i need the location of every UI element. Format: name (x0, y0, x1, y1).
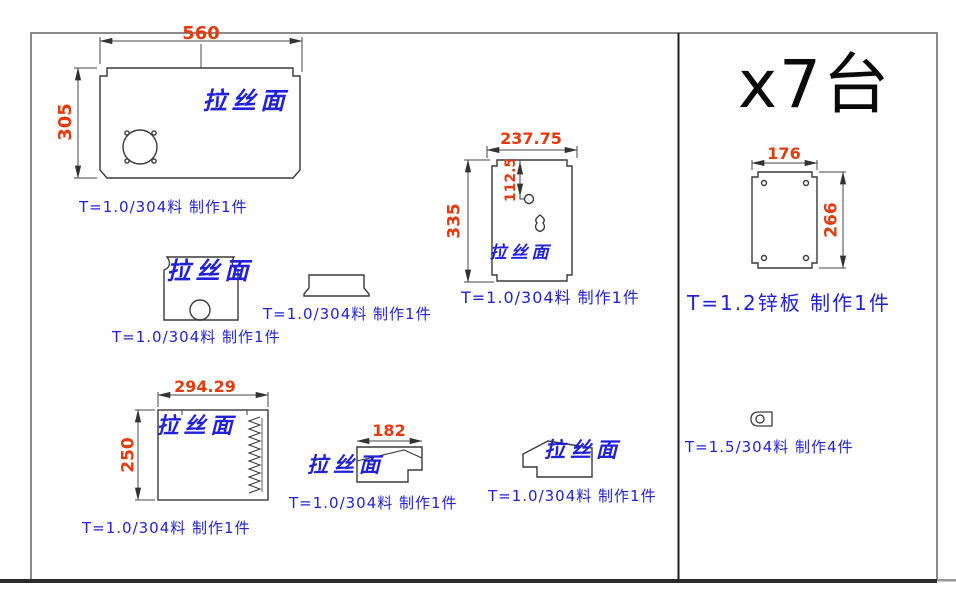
cover-outline (163, 256, 239, 321)
sheet-bottom-rule-light (937, 579, 956, 582)
spec-label-panel-top: T=1.0/304料 制作1件 (79, 198, 248, 216)
fan-hole (122, 129, 158, 165)
panel-top-outline (99, 67, 301, 179)
panel-front-dimensions (464, 146, 578, 283)
spec-label-roof-left: T=1.0/304料 制作1件 (289, 494, 458, 512)
sheet-bottom-rule (0, 579, 937, 583)
dim-hole-offset-panel-front: 112.5 (503, 157, 519, 203)
clip-outline (750, 411, 773, 427)
spec-label-clip: T=1.5/304料 制作4件 (685, 438, 854, 456)
spec-label-cover: T=1.0/304料 制作1件 (112, 328, 281, 346)
quantity-label: x7台 (738, 46, 892, 123)
spec-label-panel-front: T=1.0/304料 制作1件 (461, 288, 640, 307)
surface-label-roof-right: 拉丝面 (544, 438, 622, 462)
surface-label-panel-front: 拉丝面 (489, 243, 553, 263)
spec-label-roof-right: T=1.0/304料 制作1件 (488, 487, 657, 505)
spec-label-vent-panel: T=1.0/304料 制作1件 (82, 519, 251, 537)
surface-label-cover: 拉丝面 (166, 257, 254, 285)
vent-panel-dimensions (134, 391, 269, 501)
zinc-plate-dimensions (751, 159, 847, 269)
surface-label-panel-top: 拉丝面 (202, 87, 290, 115)
spec-label-zinc-plate: T=1.2锌板 制作1件 (687, 291, 891, 315)
keyhole-slot (534, 214, 546, 233)
cover-hole (189, 299, 211, 321)
dim-width-roof-left: 182 (372, 421, 406, 440)
spec-label-bracket: T=1.0/304料 制作1件 (263, 305, 432, 323)
roof-right-outline (522, 440, 593, 478)
roof-left-outline (356, 446, 423, 483)
surface-label-vent-panel: 拉丝面 (156, 414, 238, 439)
dim-width-zinc-plate: 176 (767, 144, 801, 163)
dim-height-panel-front: 335 (444, 203, 465, 239)
clip-hole (755, 414, 765, 424)
dim-height-zinc-plate: 266 (821, 202, 842, 238)
vent-louvers (247, 416, 263, 494)
dim-height-vent-panel: 250 (118, 437, 139, 473)
dim-width-vent-panel: 294.29 (174, 377, 236, 396)
dim-width-panel-front: 237.75 (500, 129, 562, 148)
zinc-plate-outline (751, 171, 818, 269)
vent-panel-outline (157, 409, 269, 501)
dim-height-panel-top: 305 (55, 103, 76, 141)
dim-width-panel-top: 560 (182, 23, 220, 44)
bracket-outline (303, 274, 370, 297)
panel-top-dimensions (74, 37, 303, 179)
surface-label-roof-left: 拉丝面 (307, 453, 385, 477)
pilot-hole (523, 193, 535, 205)
